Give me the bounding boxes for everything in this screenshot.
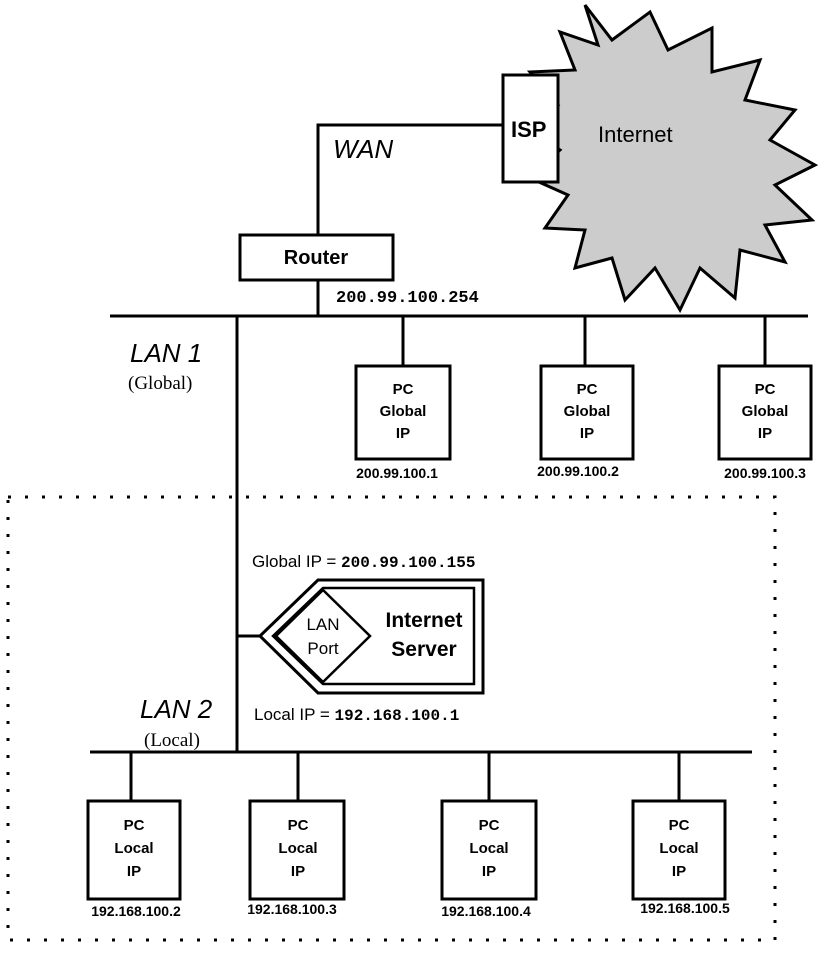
- local-pc-4-box: [631, 799, 727, 901]
- global-pc-3-box: [717, 364, 813, 461]
- local-pc-1-line2: Local: [114, 840, 153, 857]
- global-pc-1-line3: IP: [396, 425, 410, 442]
- global-pc-1-line2: Global: [380, 403, 427, 420]
- global-pc-3-line1: PC: [755, 381, 776, 398]
- router-label: Router: [284, 247, 349, 269]
- local-pc-4-line3: IP: [672, 863, 686, 880]
- global-pc-1-ip: 200.99.100.1: [356, 465, 438, 481]
- global-pc-2-line1: PC: [577, 381, 598, 398]
- isp-label: ISP: [511, 117, 546, 142]
- server-local-label: Local IP = 192.168.100.1: [254, 705, 459, 725]
- isp-box: [501, 73, 560, 184]
- global-pc-1-box: [354, 364, 452, 461]
- server-global-label-text: Global IP =: [252, 552, 341, 571]
- internet-label: Internet: [598, 122, 673, 147]
- lan-port-line1: LAN: [306, 615, 339, 634]
- router-ip: 200.99.100.254: [336, 289, 479, 308]
- local-pc-2-ip: 192.168.100.3: [247, 901, 337, 917]
- wan-link: [316, 123, 503, 235]
- wan-label: WAN: [333, 134, 393, 164]
- global-pc-3: PC Global IP 200.99.100.3: [717, 316, 813, 481]
- local-pc-2: PC Local IP 192.168.100.3: [247, 752, 346, 917]
- local-pc-4: PC Local IP 192.168.100.5: [631, 752, 730, 916]
- global-pc-3-line2: Global: [742, 403, 789, 420]
- local-pc-4-line1: PC: [669, 817, 690, 834]
- lan2-subtitle: (Local): [144, 730, 200, 751]
- global-pc-3-ip: 200.99.100.3: [724, 465, 806, 481]
- local-pc-4-ip: 192.168.100.5: [640, 900, 730, 916]
- router-box: [238, 233, 395, 282]
- local-pc-1: PC Local IP 192.168.100.2: [86, 752, 182, 919]
- local-pc-2-line1: PC: [288, 817, 309, 834]
- local-pc-4-line2: Local: [659, 840, 698, 857]
- local-pc-3-line3: IP: [482, 863, 496, 880]
- lan1-subtitle: (Global): [128, 373, 192, 394]
- local-pc-3-line2: Local: [469, 840, 508, 857]
- lan1-title: LAN 1: [130, 338, 202, 368]
- local-pc-1-ip: 192.168.100.2: [91, 903, 181, 919]
- global-pc-1-line1: PC: [393, 381, 414, 398]
- lan2-title: LAN 2: [140, 694, 213, 724]
- server-global-label: Global IP = 200.99.100.155: [252, 552, 475, 572]
- local-pc-3-box: [440, 799, 538, 901]
- local-pc-2-box: [248, 799, 346, 901]
- global-pc-2-line3: IP: [580, 425, 594, 442]
- local-pc-3: PC Local IP 192.168.100.4: [440, 752, 538, 919]
- lan-port-diamond: [274, 588, 372, 684]
- server-local-label-text: Local IP =: [254, 705, 335, 724]
- local-network-boundary: [6, 495, 777, 942]
- local-pc-1-line3: IP: [127, 863, 141, 880]
- global-pc-2: PC Global IP 200.99.100.2: [537, 316, 635, 479]
- server-name-line2: Server: [391, 638, 456, 661]
- local-pc-3-line1: PC: [479, 817, 500, 834]
- global-pc-2-line2: Global: [564, 403, 611, 420]
- global-pc-1: PC Global IP 200.99.100.1: [354, 316, 452, 481]
- global-pc-2-box: [539, 364, 635, 461]
- global-pc-3-line3: IP: [758, 425, 772, 442]
- local-pc-2-line2: Local: [278, 840, 317, 857]
- internet-cloud: [519, 4, 819, 314]
- global-pc-2-ip: 200.99.100.2: [537, 463, 619, 479]
- lan-port-line2: Port: [307, 639, 338, 658]
- local-pc-2-line3: IP: [291, 863, 305, 880]
- server-local-ip: 192.168.100.1: [335, 707, 460, 725]
- local-pc-1-line1: PC: [124, 817, 145, 834]
- local-pc-1-box: [86, 799, 182, 901]
- server-global-ip: 200.99.100.155: [341, 554, 475, 572]
- local-pc-3-ip: 192.168.100.4: [441, 903, 531, 919]
- server-name-line1: Internet: [385, 609, 462, 632]
